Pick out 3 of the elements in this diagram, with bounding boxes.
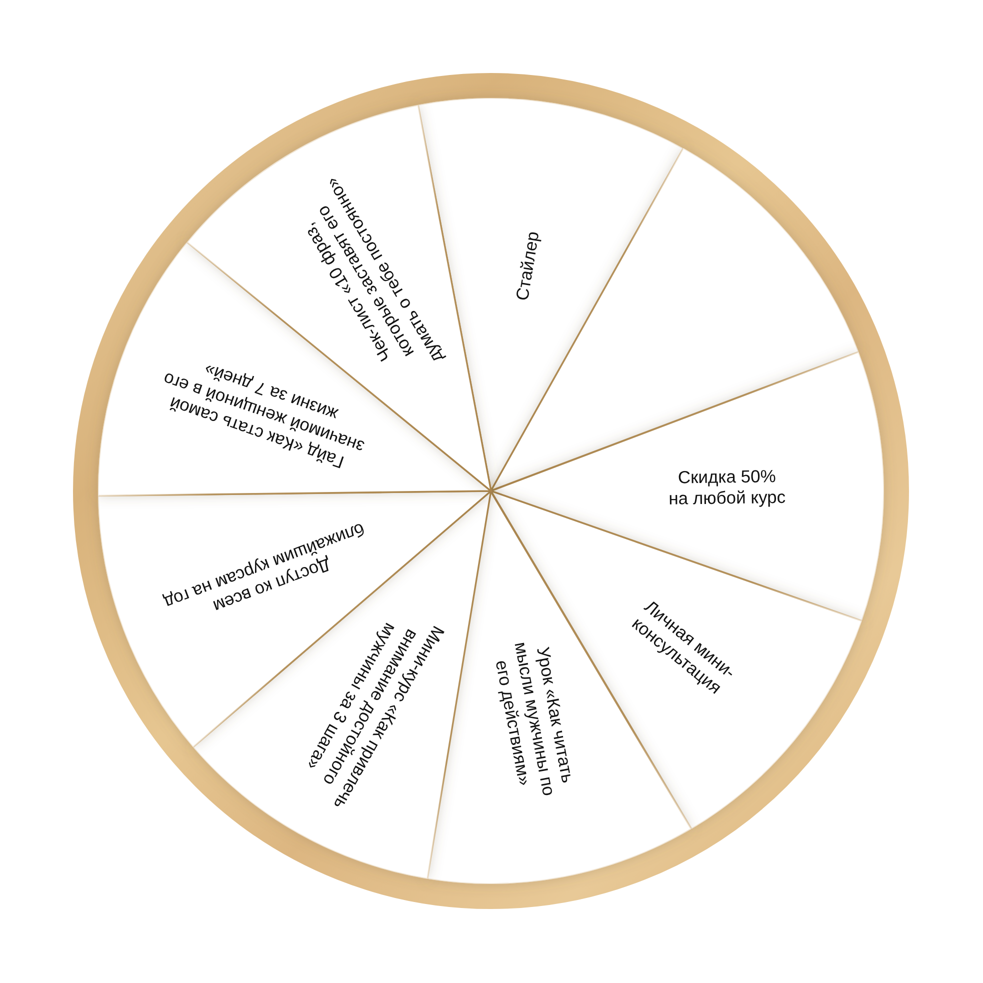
prize-text: Стайлер	[510, 228, 544, 304]
prize-text: Урок «Как читать мысли мужчины по его действиям»	[491, 639, 580, 800]
prize-text: Скидка 50% на любой курс	[668, 466, 786, 510]
